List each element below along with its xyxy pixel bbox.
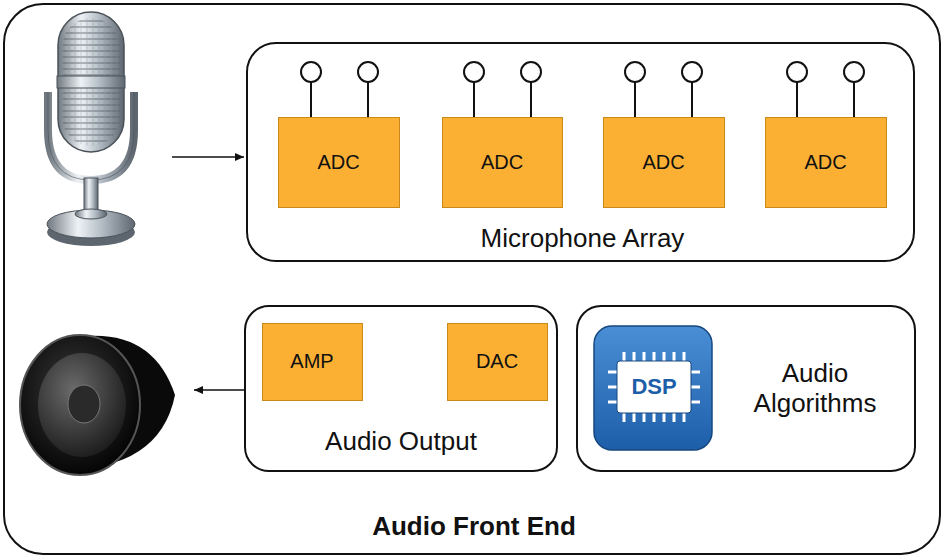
- group-box: Audio Output AMP DAC: [244, 305, 558, 472]
- node-label: DAC: [452, 328, 542, 395]
- group-box: Microphone Array ADC ADC ADC ADC: [246, 42, 915, 262]
- dsp-chip-icon: [594, 326, 712, 450]
- dac-block: DAC: [447, 323, 548, 401]
- mic-element-symbols: [301, 62, 864, 117]
- system-boundary: Audio Front End Microphone Array ADC ADC ADC…: [3, 3, 941, 555]
- adc-block: ADC: [278, 117, 400, 208]
- input-arrow: [172, 156, 244, 158]
- diagram-title: Audio Front End: [25, 505, 923, 549]
- processing-box: Audio Algorithms: [576, 305, 916, 472]
- adc-block: ADC: [765, 117, 887, 208]
- node-label: ADC: [770, 122, 881, 202]
- node-label: Audio Output: [256, 422, 546, 462]
- node-label: ADC: [447, 122, 557, 202]
- speaker-illustration: [20, 335, 175, 475]
- node-label: Audio Algorithms: [720, 327, 910, 451]
- node-label: AMP: [267, 328, 357, 395]
- node-label: ADC: [608, 122, 719, 202]
- output-arrow: [194, 389, 244, 391]
- adc-block: ADC: [603, 117, 725, 208]
- amplifier-block: AMP: [262, 323, 363, 401]
- node-label: Microphone Array: [268, 220, 897, 258]
- node-label: ADC: [283, 122, 394, 202]
- microphone-illustration: [47, 12, 135, 246]
- adc-block: ADC: [442, 117, 563, 208]
- chip-label: DSP: [618, 362, 690, 412]
